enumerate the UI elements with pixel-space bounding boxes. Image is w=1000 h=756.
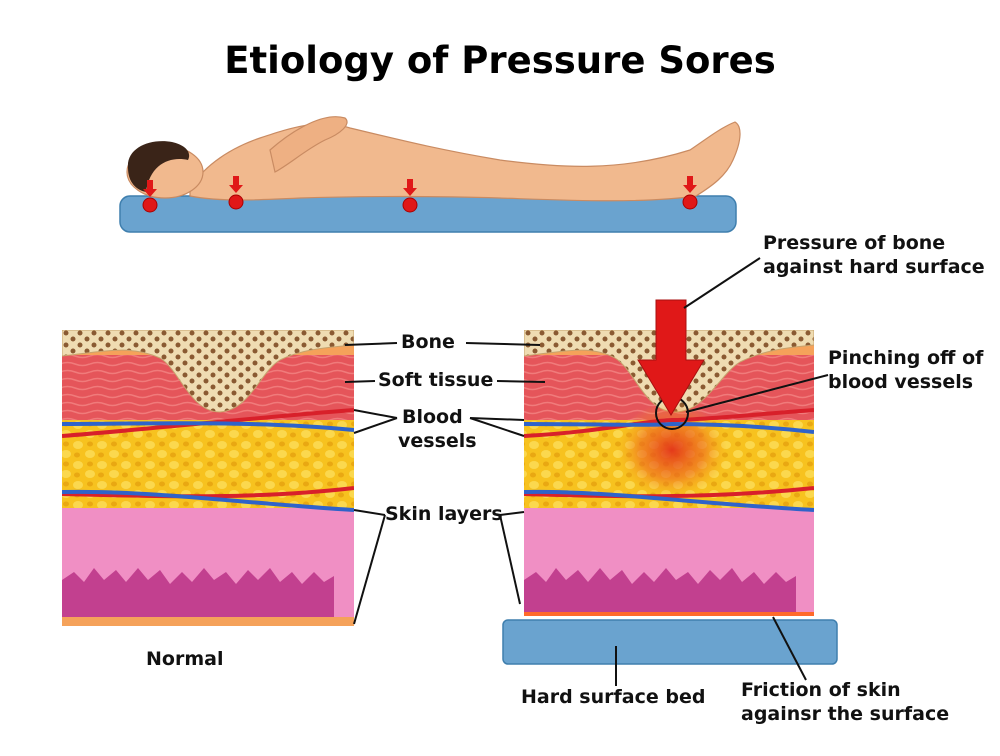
patient-hair xyxy=(127,141,190,192)
patient-arms xyxy=(269,116,348,173)
label-pressure-of-bone: Pressure of bone against hard surface xyxy=(763,232,985,280)
label-pinching-line1: Pinching off of xyxy=(828,347,984,369)
pressure-points xyxy=(142,176,698,213)
vein-upper-right xyxy=(524,421,814,434)
vein-lower-right xyxy=(524,489,814,512)
bone-layer xyxy=(62,330,354,413)
label-blood-vessels-line2: vessels xyxy=(398,429,477,452)
label-pressure-line1: Pressure of bone xyxy=(763,232,946,254)
label-normal: Normal xyxy=(146,648,224,670)
label-soft-tissue: Soft tissue xyxy=(378,369,494,391)
pressure-point-shoulder xyxy=(228,194,244,210)
pressure-arrow-heel xyxy=(683,176,697,193)
label-blood-vessels-line1: Blood xyxy=(402,406,463,428)
artery-upper-right xyxy=(524,408,814,438)
skin-dermis-layer xyxy=(62,568,334,617)
label-blood-vessels: Blood vessels xyxy=(398,406,477,454)
label-pinching-line2: blood vessels xyxy=(828,370,974,393)
pressure-arrow-head xyxy=(143,180,157,197)
pressure-point-heel xyxy=(682,194,698,210)
label-friction-line1: Friction of skin xyxy=(741,679,901,701)
skin-dermis-layer-right xyxy=(524,568,796,616)
normal-tissue-panel xyxy=(62,330,354,626)
vein-upper xyxy=(62,421,354,432)
label-pressure-line2: against hard surface xyxy=(763,255,985,278)
label-pinching-off: Pinching off of blood vessels xyxy=(828,347,983,395)
hard-surface-bed xyxy=(502,619,838,665)
vein-lower xyxy=(62,489,354,512)
pressure-arrow-shoulder xyxy=(229,176,243,193)
pressure-point-head xyxy=(142,197,158,213)
pressure-arrow-sacrum xyxy=(403,179,417,196)
label-hard-surface-bed: Hard surface bed xyxy=(521,686,706,708)
pressure-point-sacrum xyxy=(402,197,418,213)
label-friction-line2: againsr the surface xyxy=(741,702,950,725)
patient-illustration xyxy=(119,116,741,233)
label-friction: Friction of skin againsr the surface xyxy=(741,679,949,727)
pressure-arrow xyxy=(637,299,705,416)
friction-strip xyxy=(524,612,814,616)
leader-lines xyxy=(344,257,829,686)
mattress xyxy=(119,195,737,233)
diagram-title: Etiology of Pressure Sores xyxy=(224,39,776,82)
label-skin-layers: Skin layers xyxy=(385,503,503,525)
label-bone: Bone xyxy=(401,331,455,353)
